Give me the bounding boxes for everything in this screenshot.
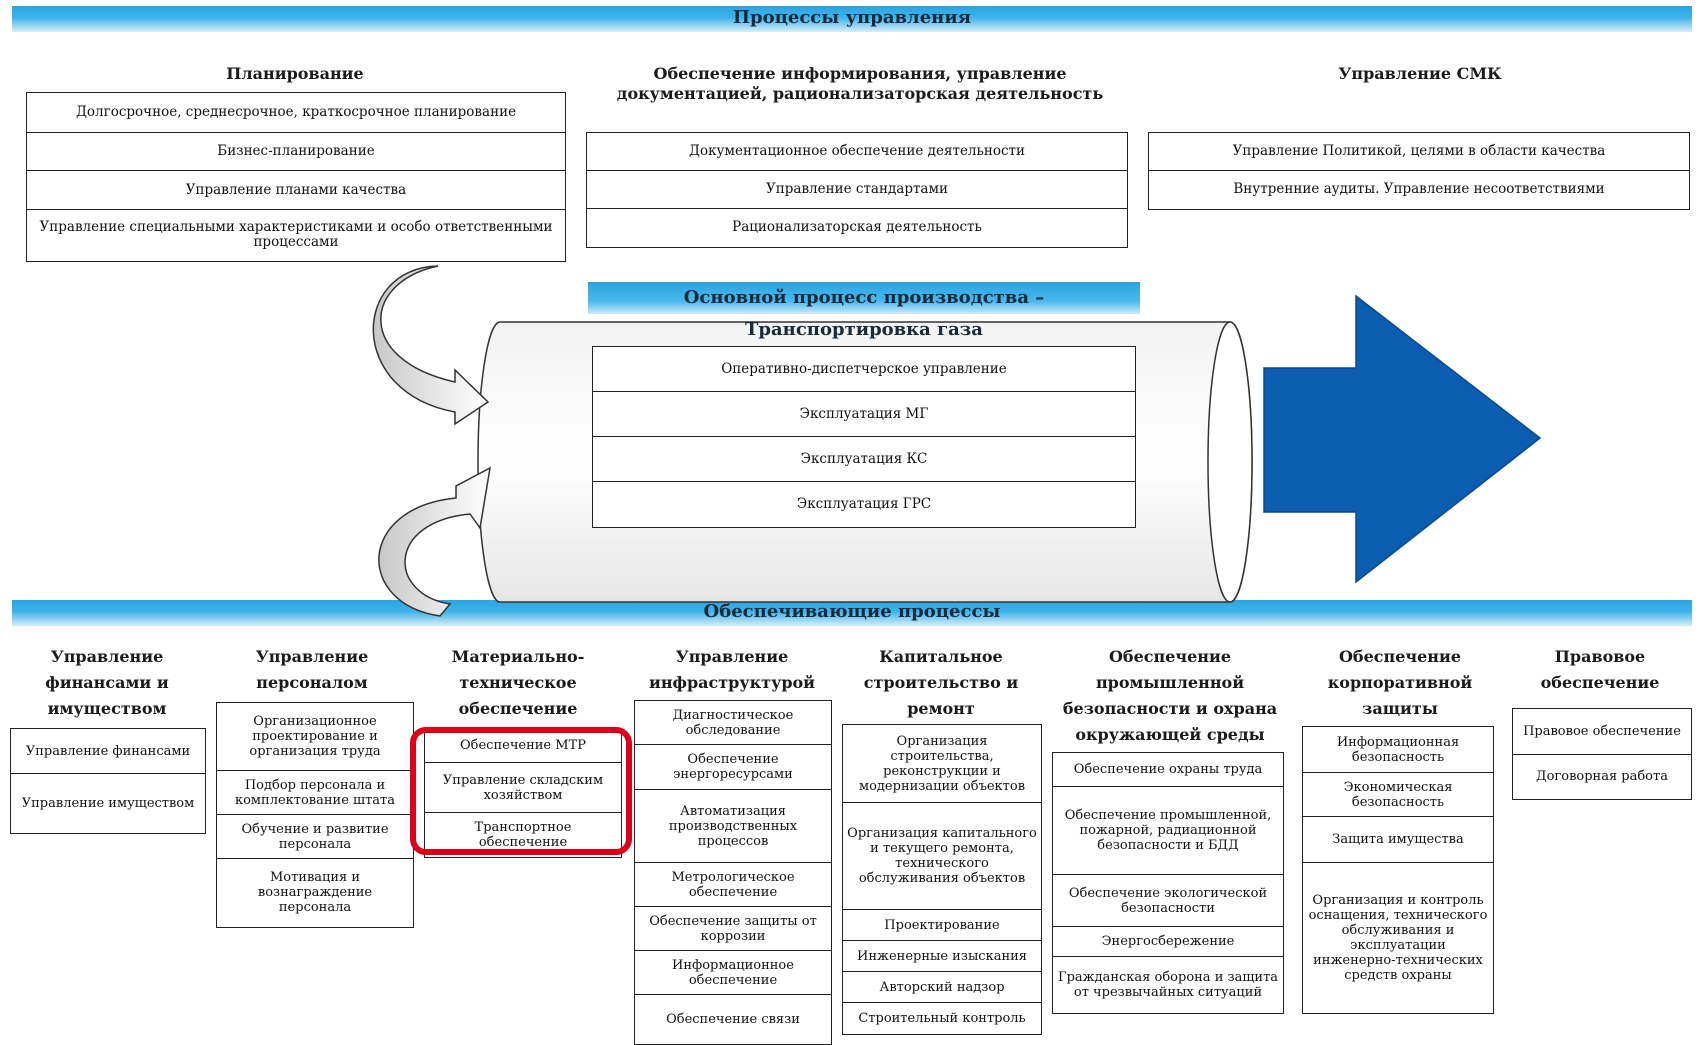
support-title-safety: Обеспечение промышленной безопасности и … <box>1062 647 1278 744</box>
support-item: Организационное проектирование и организ… <box>217 703 413 771</box>
support-title-logistics: Материально-техническое обеспечение <box>451 647 585 718</box>
planning-item: Долгосрочное, среднесрочное, краткосрочн… <box>27 93 565 133</box>
support-item: Обеспечение промышленной, пожарной, ради… <box>1053 787 1283 875</box>
information-title: Обеспечение информирования, управление д… <box>616 64 1104 103</box>
qms-item: Внутренние аудиты. Управление несоответс… <box>1233 181 1605 197</box>
support-item: Обеспечение энергоресурсами <box>635 745 831 790</box>
qms-box: Управление Политикой, целями в области к… <box>1148 132 1690 210</box>
pipeline-cylinder-end <box>1207 321 1253 603</box>
qms-item: Управление Политикой, целями в области к… <box>1149 133 1689 171</box>
support-item: Строительный контроль <box>858 1010 1026 1026</box>
support-item: Подбор персонала и комплектование штата <box>217 771 413 815</box>
core-process-title: Основной процесс производства – Транспор… <box>588 282 1140 340</box>
support-item: Транспортное обеспечение <box>474 819 572 850</box>
support-title-security: Обеспечение корпоративной защиты <box>1327 647 1473 718</box>
support-item: Организация строительства, реконструкции… <box>843 725 1041 803</box>
support-item: Правовое обеспечение <box>1513 709 1691 755</box>
support-item: Договорная работа <box>1536 769 1668 784</box>
planning-item: Бизнес-планирование <box>27 133 565 171</box>
core-item: Эксплуатация КС <box>593 437 1135 482</box>
planning-title: Планирование <box>226 64 364 83</box>
support-item: Управление имуществом <box>21 795 195 811</box>
support-title-infrastructure: Управление инфраструктурой <box>648 647 816 692</box>
support-title-construction: Капитальное строительство и ремонт <box>863 647 1019 718</box>
support-box-finance: Управление финансами Управление имуществ… <box>10 728 206 834</box>
planning-item: Управление планами качества <box>27 171 565 210</box>
core-item: Оперативно-диспетчерское управление <box>593 347 1135 392</box>
support-item: Организация капитального и текущего ремо… <box>843 803 1041 910</box>
support-item: Автоматизация производственных процессов <box>635 790 831 863</box>
core-process-box: Оперативно-диспетчерское управление Эксп… <box>592 346 1136 528</box>
support-box-logistics: Обеспечение МТР Управление складским хоз… <box>424 728 622 858</box>
support-item: Обучение и развитие персонала <box>217 815 413 859</box>
support-item: Авторский надзор <box>843 972 1041 1003</box>
support-title-finance: Управление финансами и имуществом <box>45 647 169 718</box>
support-item: Обеспечение охраны труда <box>1053 753 1283 787</box>
support-item: Обеспечение связи <box>666 1011 800 1027</box>
upper-curved-arrow <box>372 265 490 426</box>
information-item: Рационализаторская деятельность <box>732 219 982 235</box>
support-title-personnel: Управление персоналом <box>255 647 369 692</box>
support-item: Управление складским хозяйством <box>425 763 621 813</box>
support-item: Обеспечение МТР <box>425 729 621 763</box>
core-item: Эксплуатация ГРС <box>796 495 932 512</box>
supporting-processes-banner: Обеспечивающие процессы <box>12 600 1692 626</box>
support-item: Энергосбережение <box>1053 927 1283 957</box>
qms-title: Управление СМК <box>1338 64 1502 83</box>
support-item: Защита имущества <box>1303 817 1493 863</box>
support-box-legal: Правовое обеспечение Договорная работа <box>1512 708 1692 800</box>
support-item: Мотивация и вознаграждение персонала <box>257 870 373 915</box>
support-box-personnel: Организационное проектирование и организ… <box>216 702 414 928</box>
support-title-legal: Правовое обеспечение <box>1540 647 1660 692</box>
support-box-safety: Обеспечение охраны труда Обеспечение про… <box>1052 752 1284 1014</box>
support-item: Метрологическое обеспечение <box>635 863 831 907</box>
support-item: Обеспечение экологической безопасности <box>1053 875 1283 927</box>
support-item: Экономическая безопасность <box>1303 773 1493 817</box>
information-item: Документационное обеспечение деятельност… <box>587 133 1127 171</box>
planning-box: Долгосрочное, среднесрочное, краткосрочн… <box>26 92 566 262</box>
lower-curved-arrow <box>378 466 491 617</box>
support-item: Инженерные изыскания <box>843 941 1041 972</box>
production-flow-arrow <box>1263 294 1542 584</box>
support-item: Информационная безопасность <box>1303 727 1493 773</box>
information-item: Управление стандартами <box>587 171 1127 209</box>
support-box-security: Информационная безопасность Экономическа… <box>1302 726 1494 1014</box>
support-item: Организация и контроль оснащения, технич… <box>1308 892 1488 983</box>
support-item: Обеспечение защиты от коррозии <box>635 907 831 951</box>
management-processes-banner: Процессы управления <box>12 6 1692 32</box>
support-item: Гражданская оборона и защита от чрезвыча… <box>1057 969 1279 1000</box>
support-box-construction: Организация строительства, реконструкции… <box>842 724 1042 1035</box>
support-item: Диагностическое обследование <box>635 701 831 745</box>
highlight-frame <box>410 727 632 855</box>
information-box: Документационное обеспечение деятельност… <box>586 132 1128 248</box>
support-item: Управление финансами <box>11 729 205 774</box>
support-item: Проектирование <box>843 910 1041 941</box>
support-box-infrastructure: Диагностическое обследование Обеспечение… <box>634 700 832 1045</box>
planning-item: Управление специальными характеристиками… <box>39 219 553 250</box>
support-item: Информационное обеспечение <box>635 951 831 995</box>
core-item: Эксплуатация МГ <box>593 392 1135 437</box>
